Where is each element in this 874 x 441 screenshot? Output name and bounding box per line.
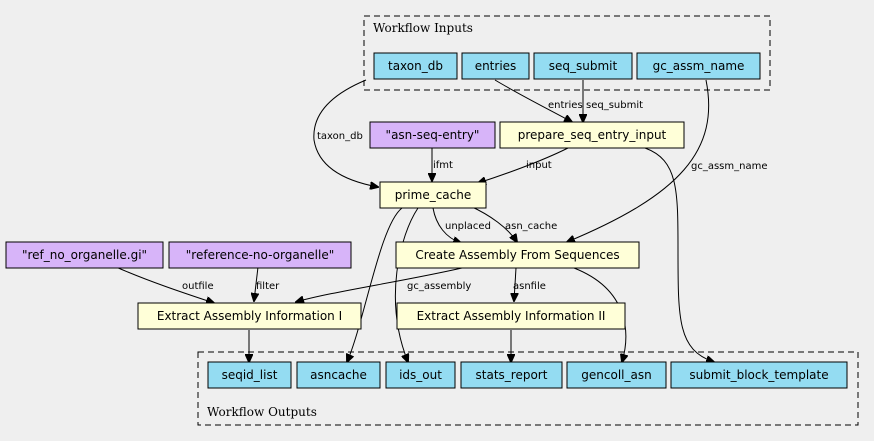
- node-prepare-seq-entry-input-label: prepare_seq_entry_input: [518, 128, 667, 142]
- node-stats-report-label: stats_report: [476, 368, 548, 382]
- node-ref-no-organelle-gi-label: "ref_no_organelle.gi": [22, 248, 147, 262]
- edge-create-extract2: [514, 267, 516, 301]
- edge-entries-prepare: [494, 79, 572, 122]
- edge-gc-assm-name-create: [567, 79, 710, 242]
- node-submit-block-template-label: submit_block_template: [689, 368, 828, 382]
- node-asncache[interactable]: asncache: [296, 361, 381, 389]
- node-stats-report[interactable]: stats_report: [460, 361, 563, 389]
- node-extract-info-2-label: Extract Assembly Information II: [417, 309, 606, 323]
- node-ids-out[interactable]: ids_out: [385, 361, 456, 389]
- node-extract-info-1-label: Extract Assembly Information I: [157, 309, 342, 323]
- edge-label-asn-cache: asn_cache: [505, 221, 557, 232]
- node-prime-cache-label: prime_cache: [395, 188, 472, 202]
- edge-ref-no-org-extract1: [254, 266, 258, 301]
- edge-label-entries: entries: [548, 100, 583, 111]
- node-prime-cache[interactable]: prime_cache: [379, 181, 487, 209]
- edge-label-filter: filter: [256, 281, 280, 292]
- edge-prime-cache-asncache-out: [347, 207, 403, 362]
- node-ref-no-organelle-gi[interactable]: "ref_no_organelle.gi": [5, 241, 164, 269]
- node-submit-block-template[interactable]: submit_block_template: [670, 361, 848, 389]
- edge-label-input: input: [526, 160, 552, 171]
- edge-label-gc-assembly: gc_assembly: [407, 281, 471, 292]
- node-prepare-seq-entry-input[interactable]: prepare_seq_entry_input: [499, 121, 685, 149]
- node-reference-no-organelle-label: "reference-no-organelle": [186, 248, 334, 262]
- edge-label-unplaced: unplaced: [445, 221, 491, 232]
- node-gc-assm-name-label: gc_assm_name: [653, 59, 745, 73]
- edge-label-gc-assm-name: gc_assm_name: [691, 161, 768, 172]
- workflow-inputs-title: Workflow Inputs: [373, 21, 473, 35]
- edge-taxon-db-prime-cache: [313, 79, 378, 187]
- node-asn-seq-entry-label: "asn-seq-entry": [386, 128, 480, 142]
- workflow-outputs-cluster: Workflow Outputs: [197, 351, 859, 426]
- node-asncache-label: asncache: [310, 368, 367, 382]
- node-extract-info-2[interactable]: Extract Assembly Information II: [396, 302, 626, 330]
- node-reference-no-organelle[interactable]: "reference-no-organelle": [168, 241, 352, 269]
- edge-create-extract1: [296, 267, 463, 302]
- edge-ref-gi-extract1: [115, 266, 214, 303]
- edge-label-taxon-db: taxon_db: [317, 131, 363, 142]
- node-gencoll-asn[interactable]: gencoll_asn: [566, 361, 667, 389]
- node-seqid-list-label: seqid_list: [222, 368, 278, 382]
- edge-label-outfile: outfile: [182, 281, 214, 292]
- node-entries-label: entries: [475, 59, 517, 73]
- node-ids-out-label: ids_out: [399, 368, 442, 382]
- node-create-assembly-label: Create Assembly From Sequences: [415, 248, 619, 262]
- node-asn-seq-entry[interactable]: "asn-seq-entry": [369, 121, 496, 149]
- node-gc-assm-name[interactable]: gc_assm_name: [636, 52, 761, 80]
- edge-prepare-submit-block: [644, 147, 714, 362]
- edge-label-seq-submit: seq_submit: [586, 100, 643, 111]
- edge-label-ifmt: ifmt: [433, 160, 453, 171]
- edge-prime-cache-ids-out: [394, 207, 419, 362]
- node-seq-submit[interactable]: seq_submit: [533, 52, 633, 80]
- workflow-outputs-title: Workflow Outputs: [207, 405, 317, 419]
- node-extract-info-1[interactable]: Extract Assembly Information I: [137, 302, 362, 330]
- node-seq-submit-label: seq_submit: [549, 59, 618, 73]
- node-taxon-db-label: taxon_db: [388, 59, 443, 73]
- node-create-assembly[interactable]: Create Assembly From Sequences: [395, 241, 640, 269]
- node-gencoll-asn-label: gencoll_asn: [581, 368, 651, 382]
- workflow-inputs-cluster: Workflow Inputs: [363, 15, 771, 91]
- node-entries[interactable]: entries: [461, 52, 530, 80]
- edge-label-asnfile: asnfile: [513, 281, 546, 292]
- edge-labels: entries seq_submit taxon_db ifmt input g…: [182, 100, 768, 292]
- node-seqid-list[interactable]: seqid_list: [207, 361, 292, 389]
- edge-prepare-prime-cache: [478, 147, 569, 183]
- node-taxon-db[interactable]: taxon_db: [373, 52, 458, 80]
